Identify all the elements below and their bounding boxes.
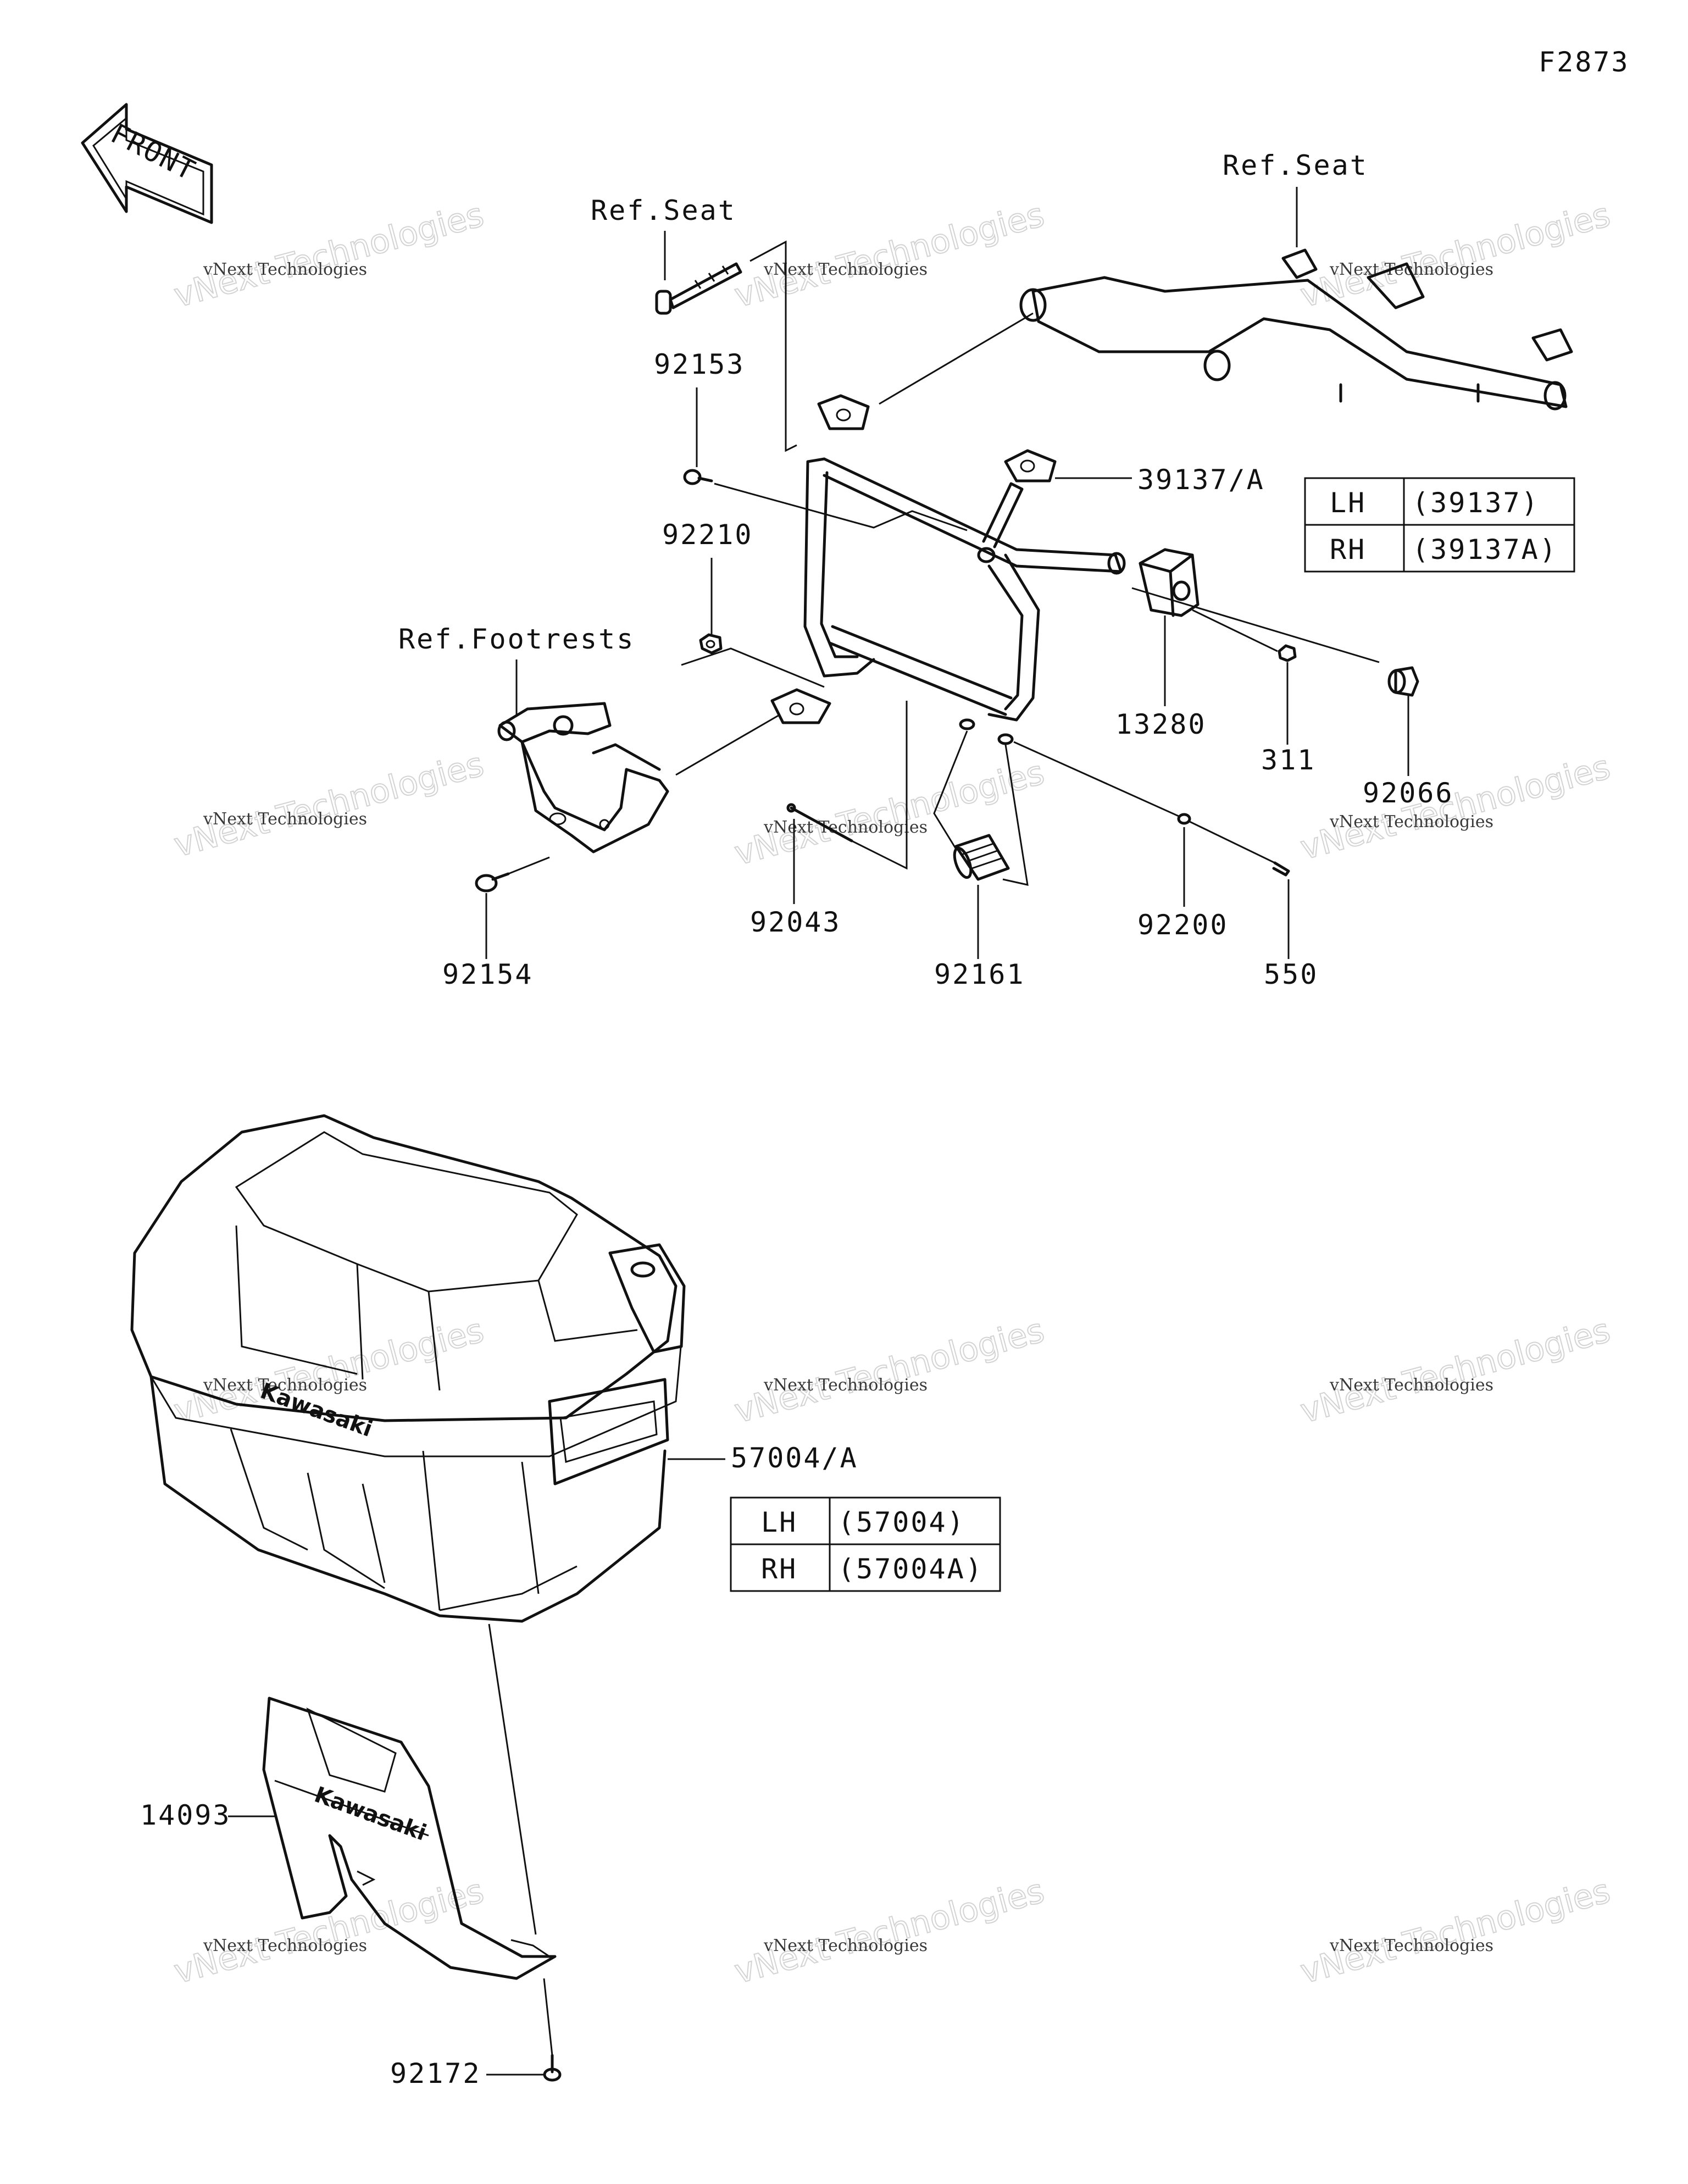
leader-line xyxy=(749,240,797,452)
part-label-92066: 92066 xyxy=(1363,777,1454,809)
bracket-table-side-rh: RH xyxy=(1330,534,1366,566)
leader-line xyxy=(714,483,968,531)
watermark-outline-text: vNext Technologies xyxy=(170,745,487,865)
watermark-outline-text: vNext Technologies xyxy=(1296,1311,1614,1431)
watermark-outline-text: vNext Technologies xyxy=(730,1311,1048,1431)
damper-92161 xyxy=(953,834,1010,881)
part-label-92210: 92210 xyxy=(662,519,753,551)
case-side-table: LH (57004) RH (57004A) xyxy=(730,1496,1001,1592)
ref-footrests-label: Ref.Footrests xyxy=(398,623,635,655)
watermark-outline-text: vNext Technologies xyxy=(1296,1872,1614,1992)
washers xyxy=(959,718,1014,745)
watermark-outline-text: vNext Technologies xyxy=(730,196,1048,315)
footrest-bracket xyxy=(497,702,669,853)
ref-seat-label-top: Ref.Seat xyxy=(591,195,736,226)
leader-line xyxy=(851,701,908,870)
part-label-92200: 92200 xyxy=(1137,909,1229,941)
leader-line xyxy=(508,856,550,875)
watermark-text: vNext Technologies xyxy=(1329,1936,1493,1955)
watermark-text: vNext Technologies xyxy=(763,1376,928,1395)
watermark: vNext Technologies vNext Technologies xyxy=(730,195,1048,316)
watermark-text: vNext Technologies xyxy=(763,260,928,279)
case-table-side-rh: RH xyxy=(761,1553,797,1585)
nut-92210 xyxy=(699,633,723,655)
part-label-92154: 92154 xyxy=(442,958,534,990)
leader-line xyxy=(933,730,968,850)
watermark: vNext Technologies vNext Technologies xyxy=(730,1871,1048,1992)
watermark-outline-text: vNext Technologies xyxy=(1296,196,1614,315)
pannier-bracket-frame xyxy=(770,394,1126,724)
watermark-text: vNext Technologies xyxy=(763,1936,928,1955)
watermark: vNext Technologies vNext Technologies xyxy=(169,195,488,316)
front-arrow-label: FRONT xyxy=(106,118,201,187)
part-label-92172: 92172 xyxy=(390,2058,481,2089)
watermark: vNext Technologies vNext Technologies xyxy=(1296,195,1614,316)
part-label-14093: 14093 xyxy=(140,1799,231,1831)
screw-92172 xyxy=(543,2054,562,2082)
leader-line xyxy=(1192,609,1278,652)
leader-line xyxy=(681,647,825,688)
bolt-92154 xyxy=(475,872,510,893)
leader-line xyxy=(1189,821,1275,864)
watermark-text: vNext Technologies xyxy=(1329,1376,1493,1395)
leader-line xyxy=(488,1623,537,1935)
case-table-part-lh: (57004) xyxy=(838,1506,965,1538)
part-label-92161: 92161 xyxy=(934,958,1025,990)
watermark-text: vNext Technologies xyxy=(1329,260,1493,279)
nut-311 xyxy=(1278,644,1297,662)
bracket-table-part-rh: (39137A) xyxy=(1412,534,1558,566)
leader-line xyxy=(675,713,781,776)
case-table-side-lh: LH xyxy=(761,1506,797,1538)
seat-bolt xyxy=(655,262,742,315)
washer-92200 xyxy=(1177,813,1191,825)
case-table-part-rh: (57004A) xyxy=(838,1553,984,1585)
watermark-outline-text: vNext Technologies xyxy=(1296,748,1614,868)
watermark-text: vNext Technologies xyxy=(203,1376,367,1395)
watermark-outline-text: vNext Technologies xyxy=(170,196,487,315)
part-label-311: 311 xyxy=(1261,744,1315,776)
pin-92043 xyxy=(786,803,853,842)
watermark-outline-text: vNext Technologies xyxy=(730,1872,1048,1992)
part-label-39137A: 39137/A xyxy=(1137,464,1265,496)
watermark: vNext Technologies vNext Technologies xyxy=(730,1311,1048,1432)
watermark-group: vNext Technologies vNext Technologies vN… xyxy=(169,195,1614,1992)
ref-seat-label-right: Ref.Seat xyxy=(1223,149,1368,181)
figure-id: F2873 xyxy=(1539,46,1630,78)
leader-line xyxy=(1002,744,1029,886)
watermark: vNext Technologies vNext Technologies xyxy=(1296,1311,1614,1432)
cotter-pin-550 xyxy=(1272,861,1290,877)
bracket-table-side-lh: LH xyxy=(1330,487,1366,519)
cap-92066 xyxy=(1387,666,1419,697)
watermark: vNext Technologies vNext Technologies xyxy=(169,1871,488,1992)
watermark: vNext Technologies vNext Technologies xyxy=(1296,1871,1614,1992)
part-label-92043: 92043 xyxy=(750,906,841,938)
part-label-13280: 13280 xyxy=(1115,708,1207,740)
watermark-text: vNext Technologies xyxy=(763,818,928,837)
bracket-side-table: LH (39137) RH (39137A) xyxy=(1304,477,1575,573)
clamp-13280 xyxy=(1139,548,1200,617)
watermark-text: vNext Technologies xyxy=(203,810,367,829)
watermark: vNext Technologies vNext Technologies xyxy=(169,745,488,866)
bolt-92153 xyxy=(683,469,713,485)
watermark-text: vNext Technologies xyxy=(203,1936,367,1955)
bracket-table-part-lh: (39137) xyxy=(1412,487,1540,519)
watermark-text: vNext Technologies xyxy=(1329,812,1493,832)
leader-line xyxy=(1131,587,1380,663)
leader-line xyxy=(543,1978,553,2056)
part-label-550: 550 xyxy=(1264,958,1318,990)
seat-subframe xyxy=(1019,248,1573,411)
watermark-text: vNext Technologies xyxy=(203,260,367,279)
part-label-57004A: 57004/A xyxy=(731,1442,858,1474)
watermark: vNext Technologies vNext Technologies xyxy=(1296,747,1614,868)
watermark-outline-text: vNext Technologies xyxy=(170,1872,487,1992)
leader-line xyxy=(1013,741,1179,817)
front-direction-arrow-icon: FRONT xyxy=(81,103,213,224)
part-label-92153: 92153 xyxy=(654,348,745,380)
leader-line xyxy=(879,312,1034,405)
